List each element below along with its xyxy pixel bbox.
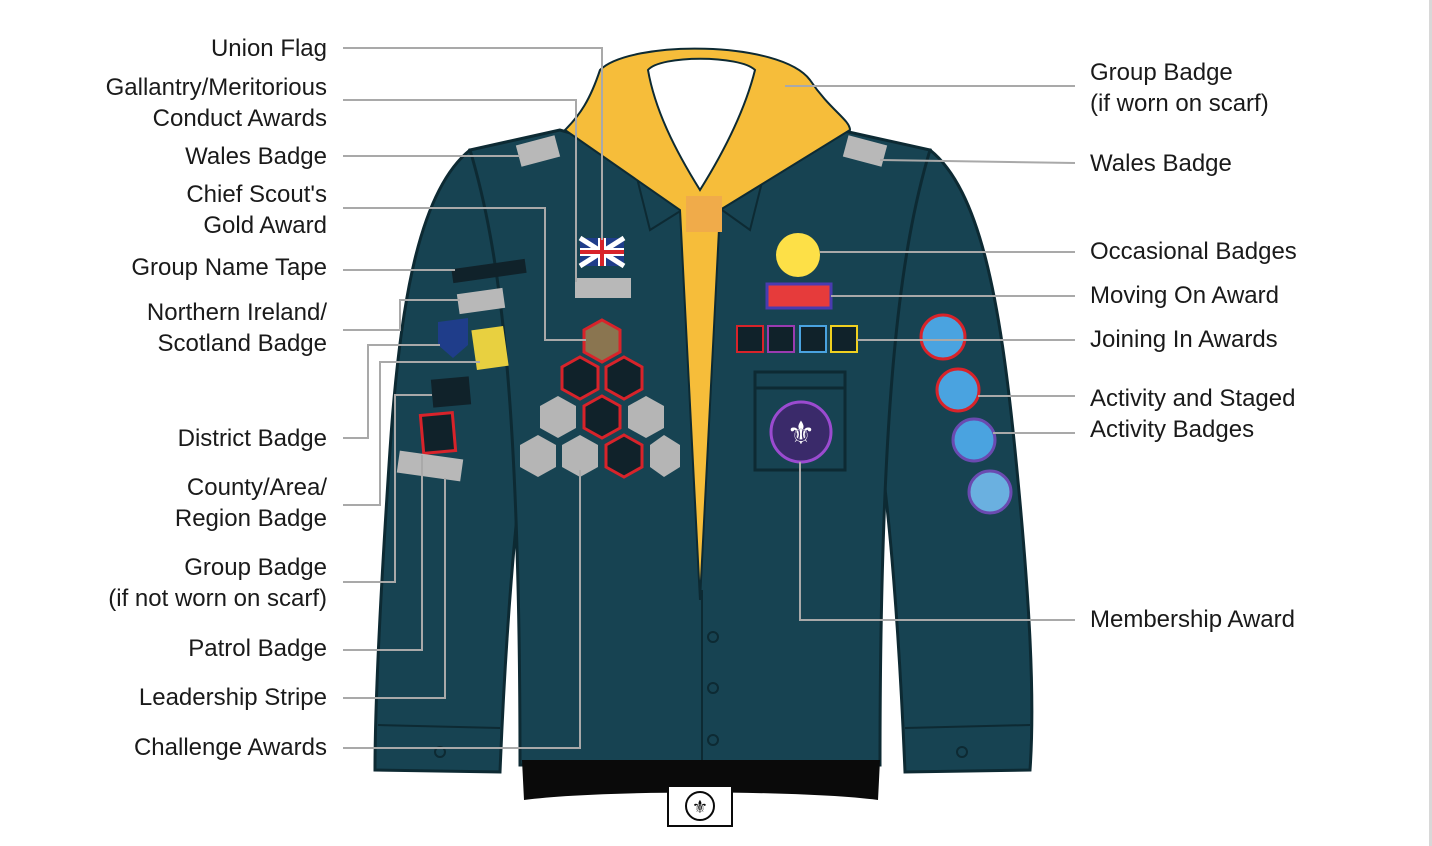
label-text: Occasional Badges <box>1090 238 1297 265</box>
label-text: Group Badge <box>1090 59 1233 86</box>
label-group-scarf: Group Badge (if worn on scarf) <box>1090 57 1269 119</box>
label-patrol: Patrol Badge <box>188 633 327 664</box>
right-sleeve <box>858 148 1034 774</box>
label-text: Conduct Awards <box>152 105 327 132</box>
woggle <box>686 196 722 232</box>
label-membership: Membership Award <box>1090 604 1295 635</box>
label-group-name-tape: Group Name Tape <box>131 252 327 283</box>
label-wales-right: Wales Badge <box>1090 148 1232 179</box>
label-text: (if worn on scarf) <box>1090 90 1269 117</box>
label-text: Challenge Awards <box>133 734 327 761</box>
label-text: Wales Badge <box>1090 150 1232 177</box>
label-text: Activity and Staged <box>1090 385 1296 412</box>
label-district: District Badge <box>178 423 327 454</box>
label-leadership: Leadership Stripe <box>139 682 327 713</box>
label-wales-left: Wales Badge <box>185 141 327 172</box>
label-text: Membership Award <box>1090 606 1295 633</box>
label-text: Gold Award <box>203 212 327 239</box>
label-text: Chief Scout's <box>186 181 327 208</box>
label-text: Joining In Awards <box>1090 326 1278 353</box>
label-ni-scotland: Northern Ireland/Scotland Badge <box>147 297 327 359</box>
scarf <box>563 47 852 601</box>
label-group-not-scarf: Group Badge (if not worn on scarf) <box>108 552 327 614</box>
label-moving-on: Moving On Award <box>1090 280 1279 311</box>
label-text: Group Name Tape <box>131 254 327 281</box>
label-text: Patrol Badge <box>188 635 327 662</box>
label-text: Group Badge <box>184 554 327 581</box>
label-challenge: Challenge Awards <box>134 732 327 763</box>
label-joining-in: Joining In Awards <box>1090 324 1278 355</box>
label-occasional: Occasional Badges <box>1090 236 1297 267</box>
label-text: Moving On Award <box>1090 282 1279 309</box>
occasional-badge <box>776 233 820 277</box>
leader-lines <box>343 47 1076 749</box>
label-text: Northern Ireland/ <box>146 299 327 326</box>
label-text: Region Badge <box>174 505 327 532</box>
label-union-flag: Union Flag <box>211 33 327 64</box>
belt <box>522 760 880 800</box>
label-county: County/Area/Region Badge <box>175 472 327 534</box>
label-text: Wales Badge <box>185 143 327 170</box>
challenge-badges <box>520 318 680 479</box>
right-edge-divider <box>1429 0 1432 846</box>
label-text: Union Flag <box>210 35 327 62</box>
label-text: Leadership Stripe <box>138 684 327 711</box>
label-text: (if not worn on scarf) <box>108 585 327 612</box>
svg-text:⚜: ⚜ <box>787 415 816 451</box>
label-text: District Badge <box>177 425 327 452</box>
svg-text:⚜: ⚜ <box>692 797 708 817</box>
label-text: Gallantry/Meritorious <box>105 74 327 101</box>
label-text: Scotland Badge <box>157 330 327 357</box>
label-text: Activity Badges <box>1090 416 1255 443</box>
label-text: County/Area/ <box>186 474 327 501</box>
